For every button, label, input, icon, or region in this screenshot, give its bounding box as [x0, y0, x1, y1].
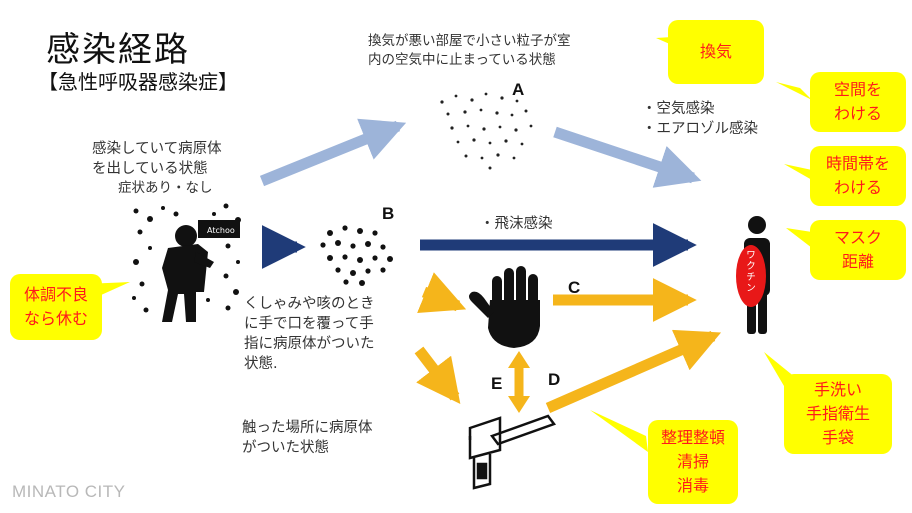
page-title: 感染経路	[46, 30, 190, 70]
arrow-to-airborne	[259, 118, 407, 187]
callout-ventilation: 換気	[668, 20, 764, 84]
sneezing-person-icon	[132, 203, 241, 322]
atchoo-label: Atchoo	[207, 226, 235, 235]
arrow-airborne-to-person	[553, 126, 702, 188]
droplet-particles	[320, 225, 393, 286]
callout-separate-time: 時間帯を わける	[810, 146, 906, 206]
brand-logo-text: MINATO CITY	[12, 482, 126, 501]
arrow-to-doorknob	[414, 346, 461, 404]
symptoms-label: 症状あり・なし	[118, 180, 213, 196]
label-e: E	[491, 374, 503, 393]
touched-place-label: 触った場所に病原体 がついた状態	[242, 420, 373, 456]
person-with-vaccine-icon	[736, 216, 770, 334]
callout-mask-distance: マスク 距離	[810, 220, 906, 280]
label-c: C	[568, 278, 581, 297]
aerosol-particles	[440, 92, 533, 170]
callout-hand-hygiene: 手洗い 手指衛生 手袋	[784, 374, 892, 454]
droplet-label: ・飛沫感染	[480, 216, 553, 232]
callout-rest-if-ill: 体調不良 なら休む	[10, 274, 102, 340]
ventilation-note: 換気が悪い部屋で小さい粒子が室 内の空気中に止まっている状態	[368, 33, 571, 68]
label-b: B	[382, 204, 395, 223]
page-subtitle: 【急性呼吸器感染症】	[38, 70, 238, 94]
sneeze-hand-label: くしゃみや咳のとき に手で口を覆って手 指に病原体がついた 状態.	[244, 296, 375, 372]
infected-state-label: 感染していて病原体 を出している状態	[92, 141, 222, 177]
arrow-to-hand	[417, 272, 467, 313]
callout-separate-space: 空間を わける	[810, 72, 906, 132]
callout-cleaning: 整理整頓 清掃 消毒	[648, 420, 738, 504]
door-handle-icon	[468, 414, 557, 490]
label-a: A	[512, 80, 525, 99]
arrow-doorknob-to-person	[545, 329, 722, 414]
label-d: D	[548, 370, 561, 389]
arrow-hand-doorknob-two-way	[508, 351, 530, 413]
vaccine-label: ワ ク チ ン	[746, 250, 756, 294]
hand-icon	[469, 266, 540, 348]
airborne-label: ・空気感染 ・エアロゾル感染	[642, 101, 758, 137]
